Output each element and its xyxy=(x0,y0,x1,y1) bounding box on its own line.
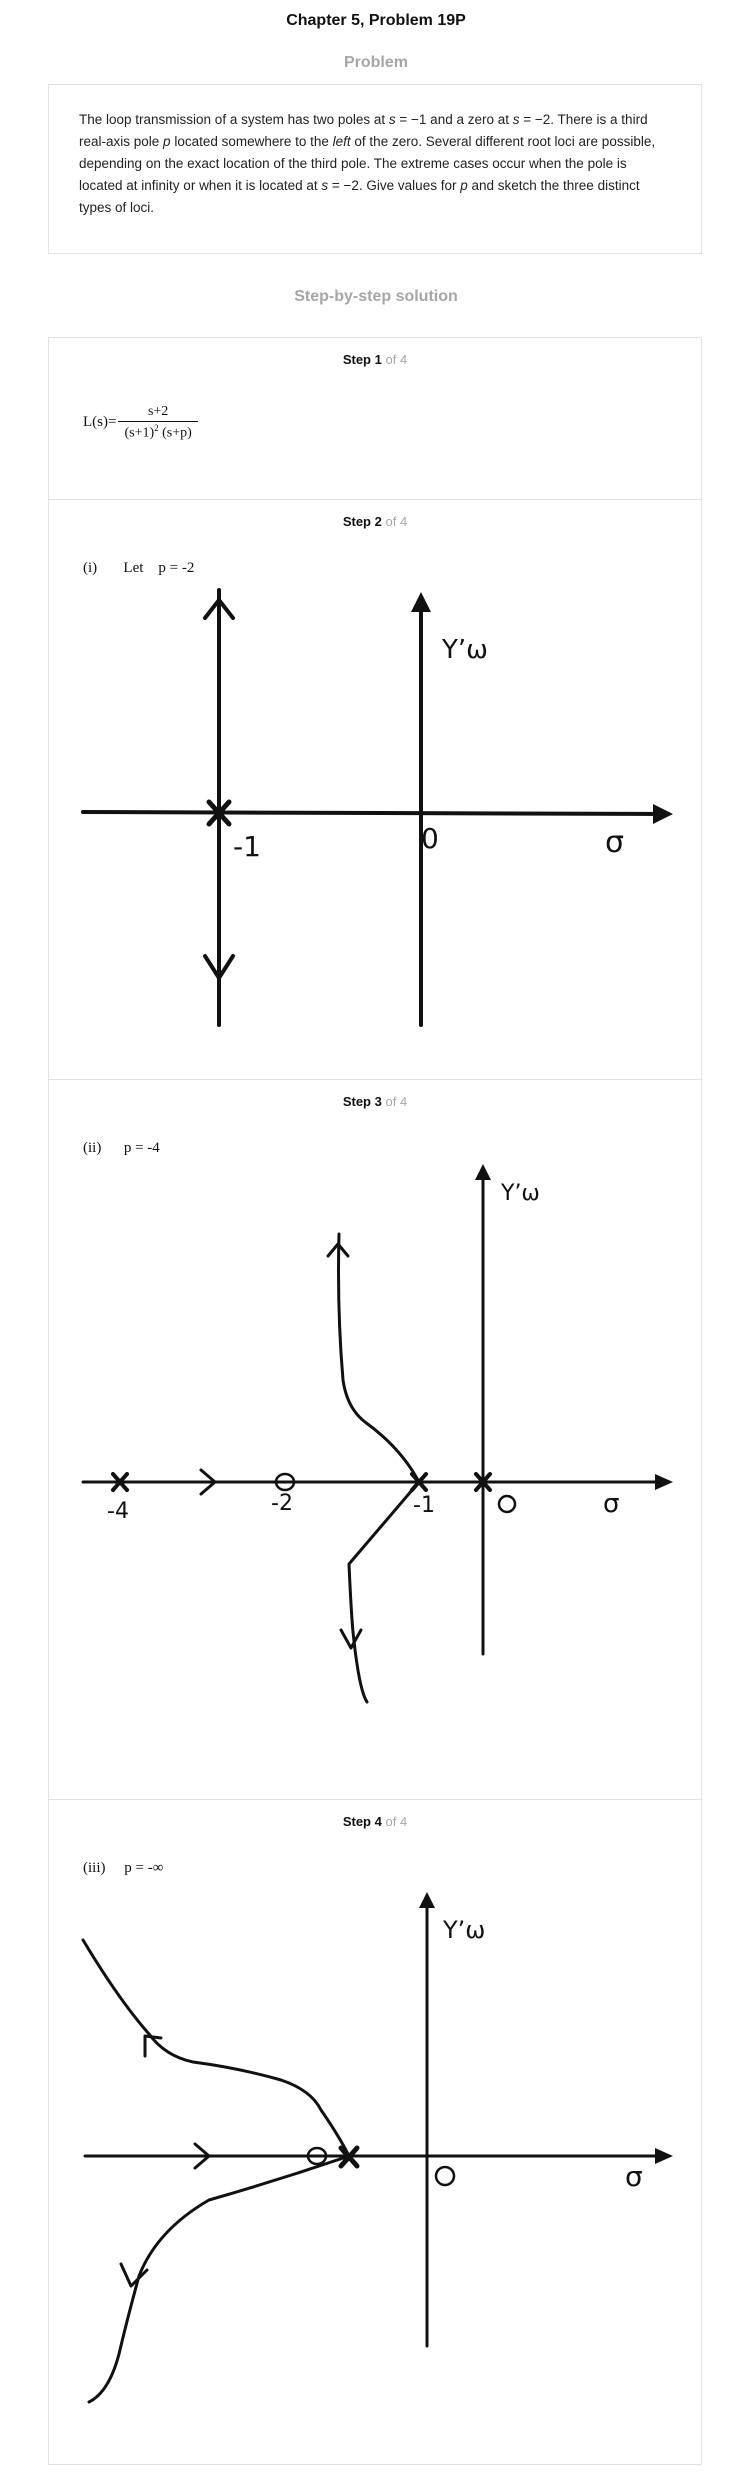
imag-axis-arrowhead xyxy=(411,592,431,612)
formula-den-term: (s+1) xyxy=(124,425,155,441)
step-4: Step 4 of 4 (iii) p = -∞ Y xyxy=(49,1800,701,2464)
problem-text: = −2. Give values for xyxy=(328,178,461,193)
problem-statement: The loop transmission of a system has tw… xyxy=(48,84,702,254)
locus-branch-upper xyxy=(81,1938,351,2158)
tick-label-minus2: -2 xyxy=(271,1491,293,1516)
root-locus-plot-3: Y’ω σ xyxy=(81,1892,673,2404)
step-2-label: Step 2 of 4 xyxy=(49,514,701,529)
real-axis-arrowhead xyxy=(655,2148,673,2164)
step-number: 3 xyxy=(374,1094,382,1109)
problem-var: s xyxy=(321,178,329,193)
arrow-up xyxy=(143,2034,163,2058)
imag-axis-arrowhead xyxy=(419,1892,435,1908)
origin-label: 0 xyxy=(421,822,439,855)
step-3-label: Step 3 of 4 xyxy=(49,1094,701,1109)
arrow-down xyxy=(339,1628,363,1650)
locus-branch-lower xyxy=(347,1480,421,1704)
step-of: of 4 xyxy=(385,514,408,529)
step-1-label: Step 1 of 4 xyxy=(49,352,701,367)
step-3: Step 3 of 4 (ii) p = -4 xyxy=(49,1080,701,1800)
problem-text: The loop transmission of a system has tw… xyxy=(79,112,389,127)
pole-marker xyxy=(206,799,232,827)
step-of: of 4 xyxy=(385,1814,408,1829)
problem-text: located somewhere to the xyxy=(170,134,333,149)
problem-text: = −1 and a zero at xyxy=(395,112,513,127)
real-axis-arrowhead xyxy=(655,1474,673,1490)
sigma-label: σ xyxy=(605,825,624,860)
step-word: Step xyxy=(342,1814,371,1829)
pole-marker xyxy=(410,1472,428,1492)
step-number: 4 xyxy=(374,1814,382,1829)
problem-var: s xyxy=(512,112,520,127)
arrow-up xyxy=(326,1242,350,1258)
jw-axis-label: Y’ω xyxy=(441,635,488,665)
step-4-label: Step 4 of 4 xyxy=(49,1814,701,1829)
tick-label-minus1: -1 xyxy=(233,830,261,863)
page-title: Chapter 5, Problem 19P xyxy=(286,12,466,29)
arrow-up xyxy=(203,596,235,620)
formula-numerator: s+2 xyxy=(118,404,198,422)
tick-label-minus4: -4 xyxy=(107,1499,129,1524)
formula-den-term: (s+p) xyxy=(162,425,192,441)
locus-branch-upper xyxy=(337,1232,421,1484)
solution-container: Step 1 of 4 L(s)=s+2(s+1)2 (s+p) Step 2 … xyxy=(48,337,702,2465)
problem-text: = −2. There is a third real-axis pole xyxy=(79,112,648,149)
problem-emphasis: left xyxy=(332,134,351,149)
arrow-right xyxy=(193,2142,211,2170)
case-label: (iii) p = -∞ xyxy=(83,1860,164,1876)
step-of: of 4 xyxy=(385,352,408,367)
step-word: Step xyxy=(342,352,371,367)
real-axis xyxy=(81,810,667,816)
formula-exponent: 2 xyxy=(154,423,159,433)
arrow-down xyxy=(203,954,235,982)
real-axis-arrowhead xyxy=(653,804,673,824)
transfer-function: L(s)=s+2(s+1)2 (s+p) xyxy=(83,404,198,442)
arrow-right xyxy=(199,1468,217,1496)
step-number: 2 xyxy=(374,514,382,529)
jw-axis-label: Y’ω xyxy=(442,1916,485,1944)
root-locus-plot-2: Y’ω σ -4 -2 -1 xyxy=(81,1164,673,1704)
zero-marker xyxy=(274,1472,296,1492)
zero-marker xyxy=(306,2146,328,2166)
case-label: (ii) p = -4 xyxy=(83,1140,160,1156)
step-of: of 4 xyxy=(385,1094,408,1109)
step-word: Step xyxy=(342,1094,371,1109)
arrow-down xyxy=(119,2262,149,2288)
pole-marker xyxy=(111,1472,129,1492)
locus-branch-lower xyxy=(87,2154,351,2404)
zero-marker xyxy=(497,1494,517,1514)
formula-lhs: L(s)= xyxy=(83,414,117,431)
step-1: Step 1 of 4 L(s)=s+2(s+1)2 (s+p) xyxy=(49,338,701,500)
imag-axis-arrowhead xyxy=(475,1164,491,1180)
sigma-label: σ xyxy=(625,2160,643,2193)
solution-heading: Step-by-step solution xyxy=(294,288,458,305)
problem-var: s xyxy=(388,112,396,127)
problem-text: and sketch the three distinct types of l… xyxy=(79,178,640,215)
sigma-label: σ xyxy=(603,1489,619,1519)
pole-marker xyxy=(338,2145,360,2169)
jw-axis-label: Y’ω xyxy=(500,1181,540,1206)
root-locus-plot-1: Y’ω σ 0 -1 xyxy=(81,588,673,1027)
pole-marker xyxy=(474,1472,492,1492)
tick-label-minus1: -1 xyxy=(413,1493,435,1518)
formula-fraction: s+2(s+1)2 (s+p) xyxy=(118,404,198,442)
problem-heading: Problem xyxy=(343,54,408,71)
case-label: (i) Let p = -2 xyxy=(83,560,195,576)
zero-marker xyxy=(434,2165,456,2187)
step-word: Step xyxy=(342,514,371,529)
problem-text: of the zero. Several different root loci… xyxy=(79,134,656,193)
problem-var: p xyxy=(163,134,171,149)
formula-denominator: (s+1)2 (s+p) xyxy=(118,422,197,442)
step-2: Step 2 of 4 (i) Let p = -2 Y’ω σ 0 -1 xyxy=(49,500,701,1080)
step-number: 1 xyxy=(374,352,382,367)
problem-var: p xyxy=(460,178,468,193)
